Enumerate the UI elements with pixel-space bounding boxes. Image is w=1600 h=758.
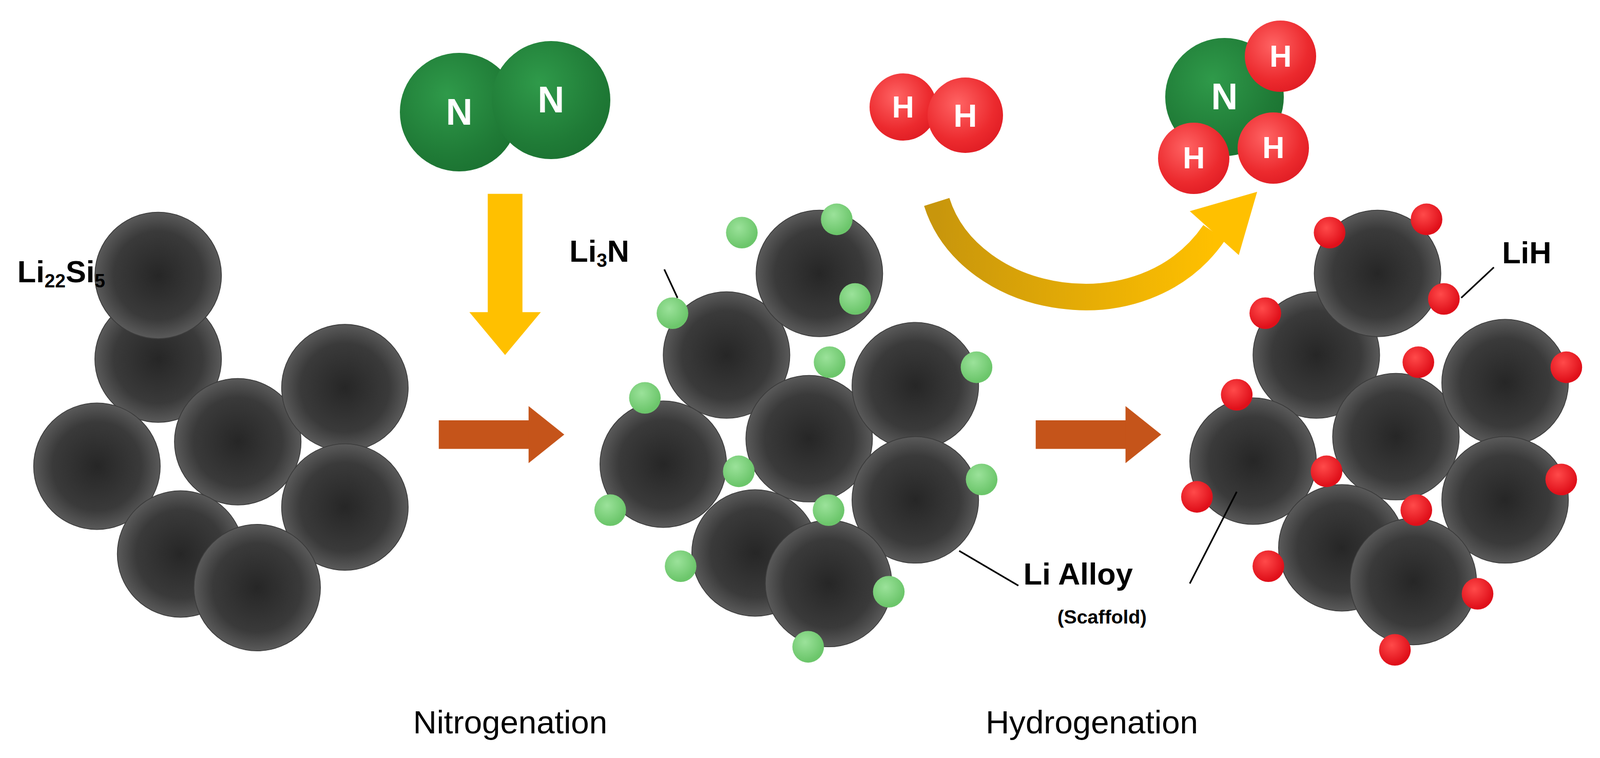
hydride-dot: [1461, 577, 1494, 610]
callout-note: (Scaffold): [1057, 606, 1147, 629]
callout-label: Li Alloy: [1023, 557, 1133, 592]
leader-line: [664, 267, 1494, 586]
callout-label: Li3N: [569, 234, 630, 272]
nitride-dot: [873, 575, 905, 608]
nitride-dot: [812, 494, 845, 527]
nitride-dot: [664, 550, 697, 583]
element-symbol: H: [953, 99, 978, 132]
hydride-dot: [1550, 351, 1583, 384]
hydride-dot: [1249, 297, 1282, 330]
element-symbol: H: [892, 91, 915, 123]
hydride-dot: [1310, 455, 1343, 488]
alloy-particle: [765, 520, 892, 647]
hydride-dot: [1428, 283, 1460, 316]
alloy-particle: [756, 210, 883, 337]
nitride-dot: [966, 463, 998, 496]
hydride-dot: [1545, 463, 1578, 496]
alloy-particle: [194, 524, 321, 651]
element-symbol: N: [446, 93, 473, 131]
hydride-dot: [1400, 494, 1433, 527]
element-symbol: H: [1262, 132, 1285, 164]
nitride-dot: [725, 216, 758, 249]
element-symbol: N: [1211, 78, 1239, 116]
alloy-particle: [1332, 373, 1459, 500]
atom-circle: H: [927, 77, 1004, 153]
hydride-dot: [1379, 633, 1412, 666]
nitride-dot: [792, 631, 825, 664]
step-label: Nitrogenation: [413, 704, 608, 741]
alloy-particle: [1350, 518, 1477, 645]
hydride-dot: [1313, 216, 1346, 249]
reaction-arrow: [936, 191, 1258, 298]
atom-circle: H: [869, 73, 937, 141]
element-symbol: H: [1182, 142, 1205, 174]
nitride-dot: [820, 203, 853, 236]
callout-label: LiH: [1501, 236, 1552, 271]
hydride-dot: [1221, 379, 1253, 412]
nitride-dot: [656, 297, 689, 330]
nitride-dot: [960, 351, 993, 384]
nitride-dot: [722, 455, 755, 488]
element-symbol: H: [1269, 41, 1292, 72]
nitride-dot: [839, 283, 872, 316]
alloy-particle: [281, 324, 409, 451]
compound-label: Li22Si5: [17, 255, 106, 293]
nitride-dot: [813, 346, 846, 379]
hydride-dot: [1252, 550, 1285, 583]
step-label: Hydrogenation: [985, 704, 1199, 741]
gas-arrow: [469, 194, 541, 356]
alloy-particle: [852, 322, 979, 449]
atom-circle: N: [491, 41, 611, 160]
atom-circle: H: [1244, 20, 1317, 92]
alloy-particle: [94, 211, 222, 339]
element-symbol: N: [537, 81, 565, 119]
hydride-dot: [1181, 480, 1213, 513]
hydride-dot: [1410, 203, 1443, 236]
atom-circle: H: [1237, 112, 1309, 184]
atom-circle: H: [1158, 122, 1230, 195]
process-arrow: [438, 406, 1162, 464]
nitride-dot: [629, 381, 662, 414]
alloy-particle: [1441, 319, 1569, 446]
nitride-dot: [594, 494, 627, 527]
hydride-dot: [1402, 346, 1435, 379]
